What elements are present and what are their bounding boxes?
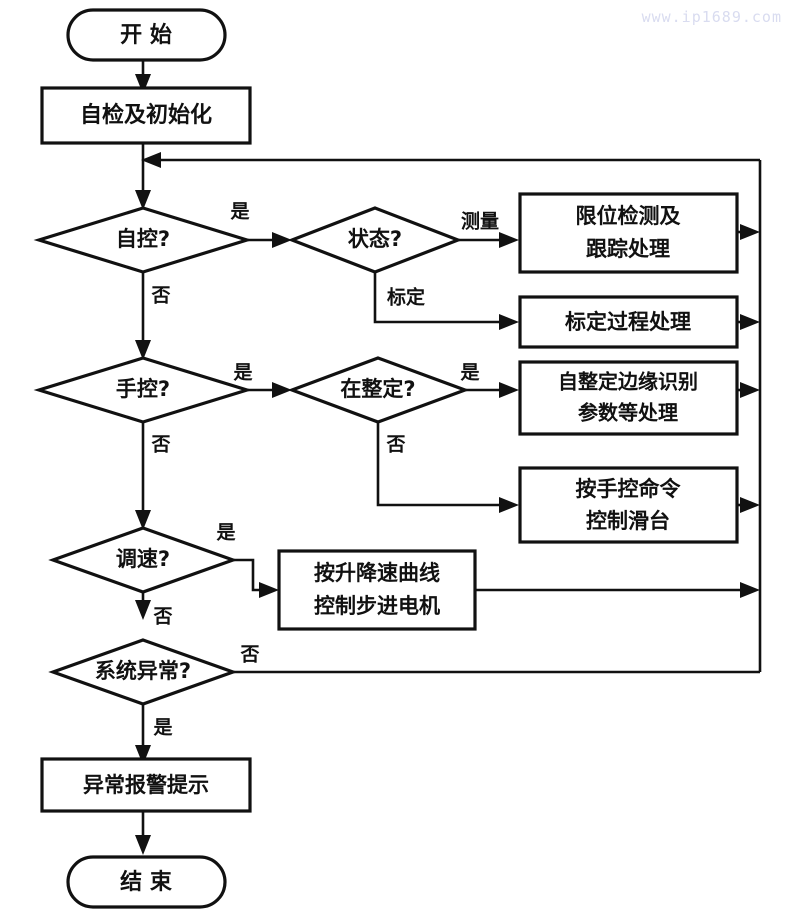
- connector-autotune-to-bus: [737, 382, 760, 398]
- node-auto-control[interactable]: 自控?: [33, 206, 253, 274]
- connector-tuning-yes-to-autotune: [465, 382, 519, 398]
- node-init[interactable]: 自检及初始化: [40, 86, 252, 145]
- node-autotune-edge[interactable]: 自整定边缘识别 参数等处理: [518, 360, 739, 436]
- node-accel-curve-line1: 按升降速曲线: [314, 561, 440, 585]
- edge-label-tuning-yes: 是: [460, 362, 479, 384]
- site-watermark: www.ip1689.com: [641, 8, 782, 26]
- edge-label-error-yes: 是: [153, 717, 172, 739]
- node-alarm[interactable]: 异常报警提示: [40, 757, 252, 813]
- node-alarm-label: 异常报警提示: [83, 773, 209, 797]
- node-speed-reg-label: 调速?: [116, 547, 170, 571]
- connector-tuning-no-to-manualcmd: [376, 422, 519, 513]
- connector-init-to-autocontrol: [135, 143, 151, 210]
- edge-label-auto-yes: 是: [230, 201, 249, 223]
- node-limit-track[interactable]: 限位检测及 跟踪处理: [518, 192, 739, 274]
- node-sys-error[interactable]: 系统异常?: [48, 638, 238, 706]
- node-limit-track-line1: 限位检测及: [576, 204, 682, 228]
- node-sys-error-label: 系统异常?: [95, 659, 191, 683]
- node-tuning[interactable]: 在整定?: [287, 356, 470, 424]
- node-state-label: 状态?: [348, 227, 402, 251]
- connector-manualcmd-to-bus: [737, 497, 760, 513]
- connector-calibproc-to-bus: [737, 314, 760, 330]
- connector-manualcontrol-yes-to-tuning: [247, 382, 292, 398]
- node-autotune-edge-line1: 自整定边缘识别: [558, 370, 698, 394]
- node-manual-cmd-line2: 控制滑台: [586, 509, 670, 533]
- connector-manualcontrol-no-to-speedreg: [135, 422, 151, 530]
- edge-label-speed-yes: 是: [216, 522, 235, 544]
- node-init-label: 自检及初始化: [80, 102, 212, 128]
- node-manual-control[interactable]: 手控?: [33, 356, 253, 424]
- connector-loop-return-top: [141, 152, 760, 168]
- edge-label-state-measure: 测量: [461, 211, 499, 233]
- edge-label-speed-no: 否: [152, 606, 172, 628]
- node-accel-curve[interactable]: 按升降速曲线 控制步进电机: [277, 549, 477, 631]
- connector-state-calibrate-to-calibproc: [373, 272, 519, 330]
- node-manual-cmd[interactable]: 按手控命令 控制滑台: [518, 466, 739, 544]
- node-calib-proc-label: 标定过程处理: [565, 310, 691, 334]
- connector-alarm-to-end: [135, 811, 151, 855]
- edge-label-auto-no: 否: [150, 285, 170, 307]
- edge-label-tuning-no: 否: [385, 434, 405, 456]
- node-tuning-label: 在整定?: [340, 377, 415, 401]
- node-limit-track-line2: 跟踪处理: [586, 237, 670, 261]
- node-end[interactable]: 结 束: [66, 855, 227, 909]
- connector-autocontrol-yes-to-state: [247, 232, 292, 248]
- connector-accelcurve-to-bus: [475, 582, 760, 598]
- node-state[interactable]: 状态?: [287, 206, 463, 274]
- edge-label-manual-no: 否: [150, 434, 170, 456]
- connector-syserror-yes-to-alarm: [135, 704, 151, 765]
- node-accel-curve-line2: 控制步进电机: [314, 594, 440, 618]
- connector-limittrack-to-bus: [737, 224, 760, 240]
- edge-label-error-no: 否: [239, 644, 259, 666]
- edge-label-manual-yes: 是: [233, 362, 252, 384]
- node-start[interactable]: 开 始: [66, 8, 227, 62]
- edge-label-state-calibrate: 标定: [387, 286, 425, 309]
- connector-speedreg-yes-to-accelcurve: [233, 558, 279, 598]
- connector-speedreg-no-to-syserror: [135, 590, 151, 620]
- node-manual-control-label: 手控?: [116, 377, 170, 401]
- connector-autocontrol-no-to-manualcontrol: [135, 272, 151, 360]
- connector-start-to-init: [135, 60, 151, 94]
- node-start-label: 开 始: [120, 22, 172, 48]
- node-manual-cmd-line1: 按手控命令: [576, 477, 682, 501]
- node-autotune-edge-line2: 参数等处理: [578, 401, 678, 425]
- node-auto-control-label: 自控?: [116, 227, 170, 251]
- node-speed-reg[interactable]: 调速?: [48, 526, 238, 594]
- node-end-label: 结 束: [120, 869, 173, 895]
- node-calib-proc[interactable]: 标定过程处理: [518, 295, 739, 349]
- connector-state-measure-to-limittrack: [458, 232, 519, 248]
